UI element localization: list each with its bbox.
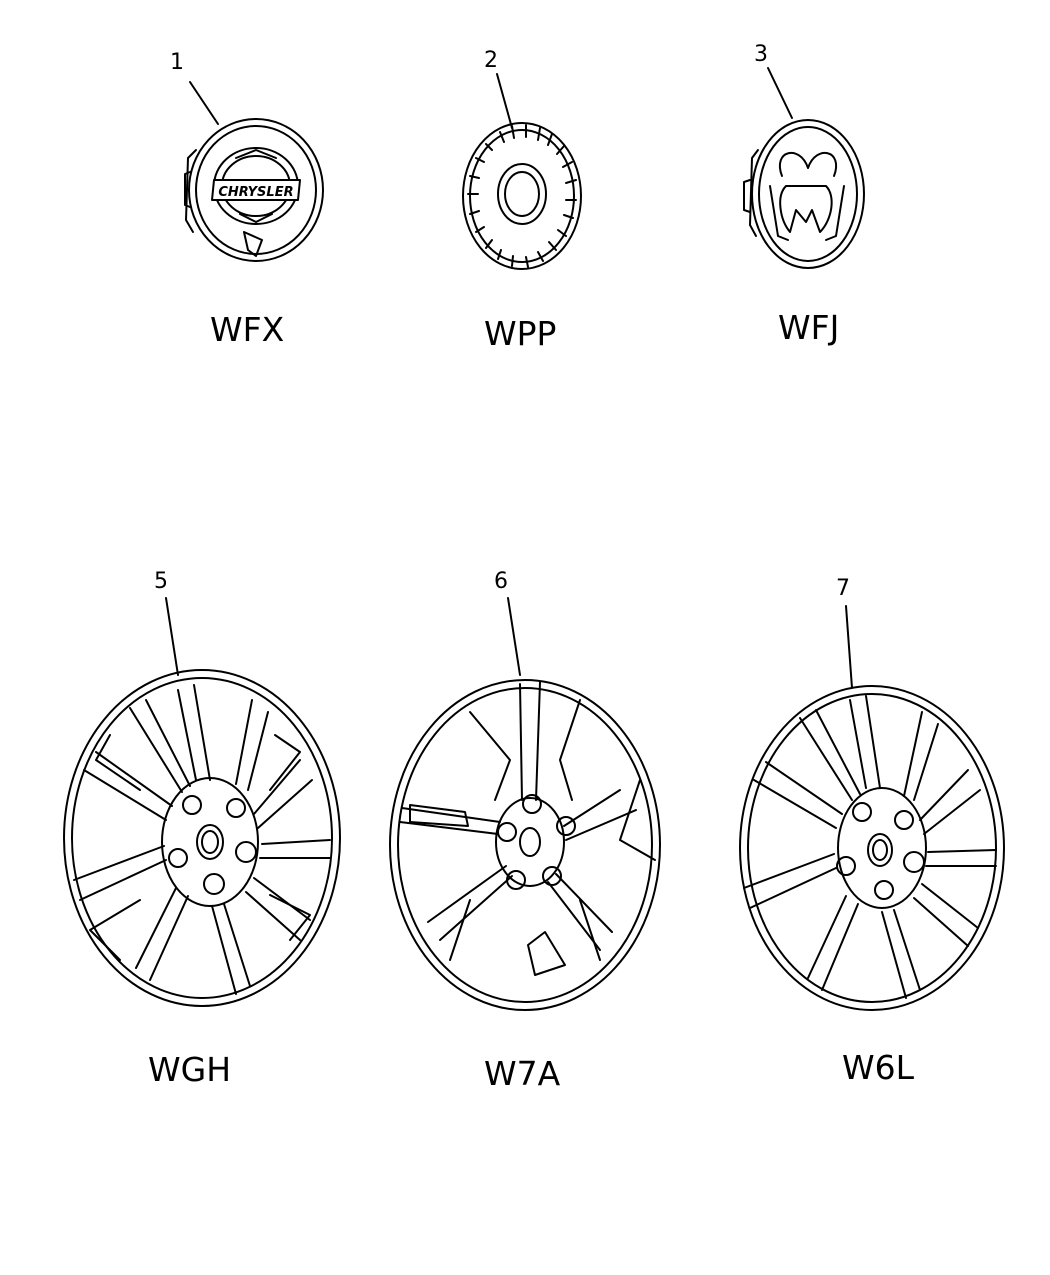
- leader-line-5: [165, 597, 179, 676]
- leader-line-7: [845, 605, 853, 689]
- callout-number-3: 3: [754, 42, 768, 67]
- part-1-center-cap-drawing: CHRYSLER: [184, 81, 324, 262]
- leader-line-2: [496, 73, 513, 129]
- cap-emblem-text: CHRYSLER: [218, 185, 293, 200]
- part-7-wheel-cover-drawing: [739, 605, 1005, 1011]
- part-code-label-2: WPP: [484, 314, 557, 353]
- callout-number-6: 6: [494, 569, 508, 594]
- callout-number-7: 7: [836, 576, 850, 601]
- part-2-center-cap-drawing: [462, 73, 582, 270]
- callout-number-1: 1: [170, 50, 184, 75]
- leader-line-3: [767, 67, 793, 119]
- part-code-label-3: WFJ: [778, 308, 840, 347]
- part-6-wheel-cover-drawing: [389, 597, 661, 1011]
- part-3-center-cap-drawing: [743, 67, 865, 269]
- part-5-wheel-cover-drawing: [63, 597, 341, 1007]
- part-code-label-1: WFX: [210, 310, 285, 349]
- part-code-label-5: WGH: [148, 1050, 232, 1089]
- leader-line-6: [507, 597, 521, 676]
- leader-line-1: [189, 81, 219, 125]
- part-code-label-7: W6L: [842, 1048, 915, 1087]
- callout-number-5: 5: [154, 569, 168, 594]
- callout-number-2: 2: [484, 48, 498, 73]
- part-code-label-6: W7A: [484, 1054, 561, 1093]
